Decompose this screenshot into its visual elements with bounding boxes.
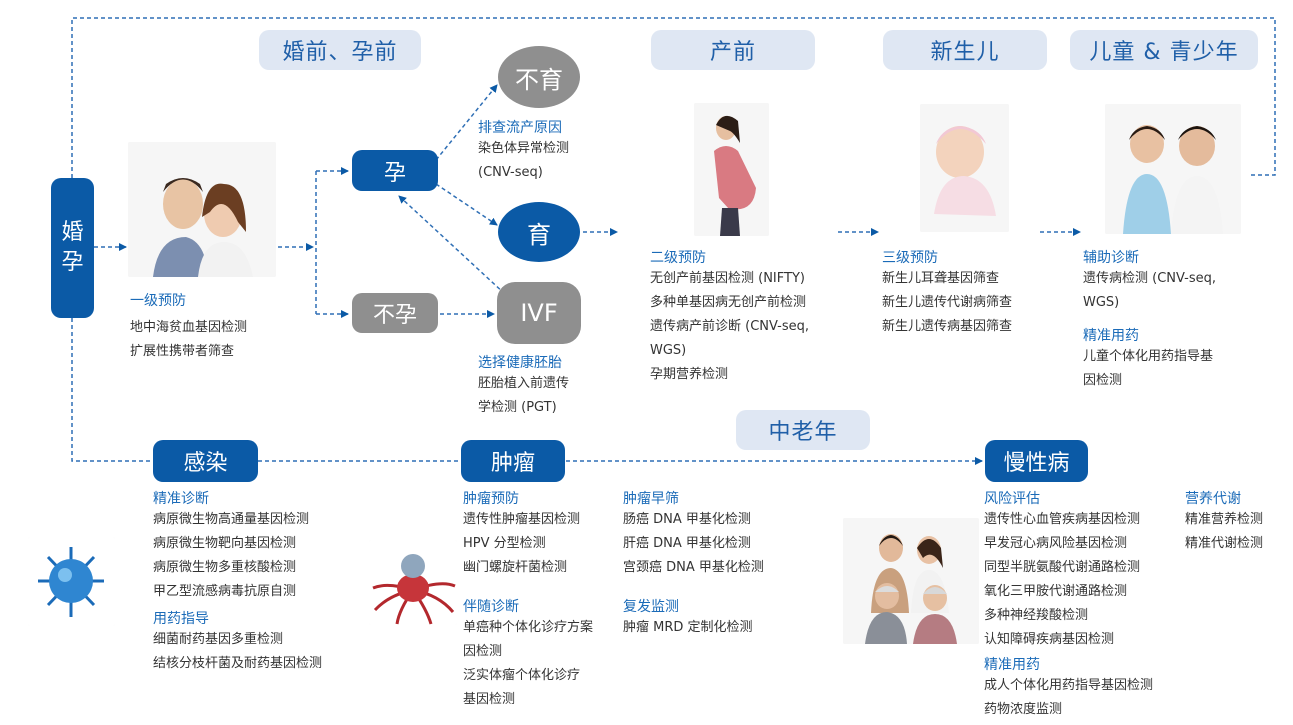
- tertiary-prevention-heading: 三级预防: [882, 250, 938, 266]
- primary-prevention-heading: 一级预防: [130, 293, 186, 309]
- pregnant-node: 孕: [352, 150, 438, 191]
- list-item: 遗传病检测 (CNV-seq,: [1083, 271, 1216, 286]
- list-item: 早发冠心病风险基因检测: [984, 536, 1128, 551]
- infection-node: 感染: [153, 440, 258, 482]
- tumor-screening-heading: 肿瘤早筛: [623, 491, 679, 507]
- list-item: 肠癌 DNA 甲基化检测: [623, 512, 751, 527]
- list-item: 基因检测: [463, 692, 516, 707]
- tumor-prevention-block: 肿瘤预防 遗传性肿瘤基因检测 HPV 分型检测 幽门螺旋杆菌检测 伴随诊断 单癌…: [463, 488, 593, 712]
- tumor-screening-block: 肿瘤早筛 肠癌 DNA 甲基化检测 肝癌 DNA 甲基化检测 宫颈癌 DNA 甲…: [623, 488, 764, 640]
- list-item: 胚胎植入前遗传: [478, 376, 570, 391]
- list-item: HPV 分型检测: [463, 536, 546, 551]
- list-item: 病原微生物高通量基因检测: [153, 512, 310, 527]
- list-item: 学检测 (PGT): [478, 400, 557, 415]
- list-item: 细菌耐药基因多重检测: [153, 632, 284, 647]
- list-item: WGS): [1083, 295, 1120, 310]
- marriage-node-char-1: 婚: [61, 220, 84, 245]
- list-item: 精准代谢检测: [1185, 536, 1264, 551]
- chronic-disease-node: 慢性病: [985, 440, 1088, 482]
- list-item: 新生儿遗传代谢病筛查: [882, 295, 1013, 310]
- stage-prenatal-label: 产前: [651, 30, 815, 70]
- list-item: 孕期营养检测: [650, 367, 729, 382]
- list-item: 肿瘤 MRD 定制化检测: [623, 620, 753, 635]
- ivf-node: IVF: [497, 282, 581, 344]
- stage-middle-aged-label: 中老年: [736, 410, 870, 450]
- fertile-outcome-node: 育: [498, 202, 580, 262]
- virus-image: [28, 537, 115, 626]
- list-item: 认知障碍疾病基因检测: [984, 632, 1115, 647]
- list-item: 肝癌 DNA 甲基化检测: [623, 536, 751, 551]
- marriage-node-char-2: 孕: [61, 250, 84, 275]
- list-item: 幽门螺旋杆菌检测: [463, 560, 568, 575]
- risk-assessment-heading: 风险评估: [984, 491, 1040, 507]
- infection-sections-block: 精准诊断 病原微生物高通量基因检测 病原微生物靶向基因检测 病原微生物多重核酸检…: [153, 488, 322, 676]
- pregnant-woman-photo: [694, 103, 769, 236]
- tertiary-prevention-block: 三级预防 新生儿耳聋基因筛查 新生儿遗传代谢病筛查 新生儿遗传病基因筛查: [882, 247, 1012, 339]
- stage-newborn-label: 新生儿: [883, 30, 1047, 70]
- marriage-pregnancy-node: 婚 孕: [51, 178, 94, 318]
- stage-children-label: 儿童 & 青少年: [1070, 30, 1258, 70]
- risk-assessment-block: 风险评估 遗传性心血管疾病基因检测 早发冠心病风险基因检测 同型半胱氨酸代谢通路…: [984, 488, 1153, 722]
- list-item: 遗传性心血管疾病基因检测: [984, 512, 1141, 527]
- list-item: (CNV-seq): [478, 165, 543, 180]
- list-item: 宫颈癌 DNA 甲基化检测: [623, 560, 764, 575]
- auxiliary-diagnosis-heading: 辅助诊断: [1083, 250, 1139, 266]
- list-item: 单癌种个体化诊疗方案: [463, 620, 594, 635]
- list-item: 同型半胱氨酸代谢通路检测: [984, 560, 1141, 575]
- auxiliary-diagnosis-block: 辅助诊断 遗传病检测 (CNV-seq, WGS) 精准用药 儿童个体化用药指导…: [1083, 247, 1216, 393]
- list-item: 药物浓度监测: [984, 702, 1063, 717]
- tumor-node: 肿瘤: [461, 440, 565, 482]
- medication-guide-heading: 用药指导: [153, 611, 209, 627]
- family-photo: [843, 518, 979, 644]
- couple-photo: [128, 142, 276, 277]
- baby-photo: [920, 104, 1009, 232]
- healthy-embryo-heading: 选择健康胚胎: [478, 355, 562, 371]
- list-item: 地中海贫血基因检测: [130, 320, 248, 335]
- list-item: 遗传性肿瘤基因检测: [463, 512, 581, 527]
- miscarriage-cause-block: 排查流产原因 染色体异常检测 (CNV-seq): [478, 117, 569, 185]
- list-item: 结核分枝杆菌及耐药基因检测: [153, 656, 323, 671]
- relapse-monitoring-heading: 复发监测: [623, 599, 679, 615]
- list-item: 儿童个体化用药指导基: [1083, 349, 1214, 364]
- list-item: 多种神经羧酸检测: [984, 608, 1089, 623]
- list-item: 染色体异常检测: [478, 141, 570, 156]
- child-medication-heading: 精准用药: [1083, 328, 1139, 344]
- list-item: 无创产前基因检测 (NIFTY): [650, 271, 805, 286]
- list-item: 病原微生物靶向基因检测: [153, 536, 297, 551]
- companion-diagnosis-heading: 伴随诊断: [463, 599, 519, 615]
- list-item: 因检测: [463, 644, 503, 659]
- stage-premarital-label: 婚前、孕前: [259, 30, 421, 70]
- list-item: 泛实体瘤个体化诊疗: [463, 668, 581, 683]
- list-item: 精准营养检测: [1185, 512, 1264, 527]
- list-item: 甲乙型流感病毒抗原自测: [153, 584, 297, 599]
- healthy-embryo-block: 选择健康胚胎 胚胎植入前遗传 学检测 (PGT): [478, 352, 569, 420]
- list-item: 新生儿耳聋基因筛查: [882, 271, 1000, 286]
- infertile-outcome-node: 不育: [498, 46, 580, 108]
- list-item: 病原微生物多重核酸检测: [153, 560, 297, 575]
- cancer-cell-image: [369, 540, 457, 625]
- primary-prevention-block: 一级预防 地中海贫血基因检测 扩展性携带者筛查: [130, 290, 247, 364]
- list-item: 遗传病产前诊断 (CNV-seq,: [650, 319, 809, 334]
- secondary-prevention-heading: 二级预防: [650, 250, 706, 266]
- secondary-prevention-block: 二级预防 无创产前基因检测 (NIFTY) 多种单基因病无创产前检测 遗传病产前…: [650, 247, 809, 387]
- precise-diagnosis-heading: 精准诊断: [153, 491, 209, 507]
- nutrition-metabolism-block: 营养代谢 精准营养检测 精准代谢检测: [1185, 488, 1263, 556]
- miscarriage-cause-heading: 排查流产原因: [478, 120, 562, 136]
- list-item: 成人个体化用药指导基因检测: [984, 678, 1154, 693]
- adult-medication-heading: 精准用药: [984, 657, 1040, 673]
- list-item: 氧化三甲胺代谢通路检测: [984, 584, 1128, 599]
- list-item: 扩展性携带者筛查: [130, 344, 235, 359]
- not-pregnant-node: 不孕: [352, 293, 438, 333]
- nutrition-metabolism-heading: 营养代谢: [1185, 491, 1241, 507]
- children-photo: [1105, 104, 1241, 234]
- tumor-prevention-heading: 肿瘤预防: [463, 491, 519, 507]
- list-item: 多种单基因病无创产前检测: [650, 295, 807, 310]
- list-item: 新生儿遗传病基因筛查: [882, 319, 1013, 334]
- list-item: 因检测: [1083, 373, 1123, 388]
- list-item: WGS): [650, 343, 687, 358]
